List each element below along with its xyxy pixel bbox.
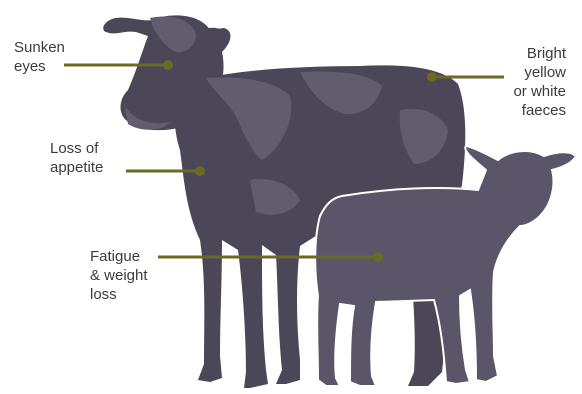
label-loss-of-appetite: Loss of appetite	[50, 139, 103, 177]
label-fatigue: Fatigue & weight loss	[90, 247, 148, 304]
marker-faeces	[427, 72, 437, 82]
marker-appetite	[195, 166, 205, 176]
marker-sunken-eyes	[163, 60, 173, 70]
label-sunken-eyes: Sunken eyes	[14, 38, 65, 76]
marker-fatigue	[373, 252, 383, 262]
label-bright-faeces: Bright yellow or white faeces	[513, 44, 566, 120]
